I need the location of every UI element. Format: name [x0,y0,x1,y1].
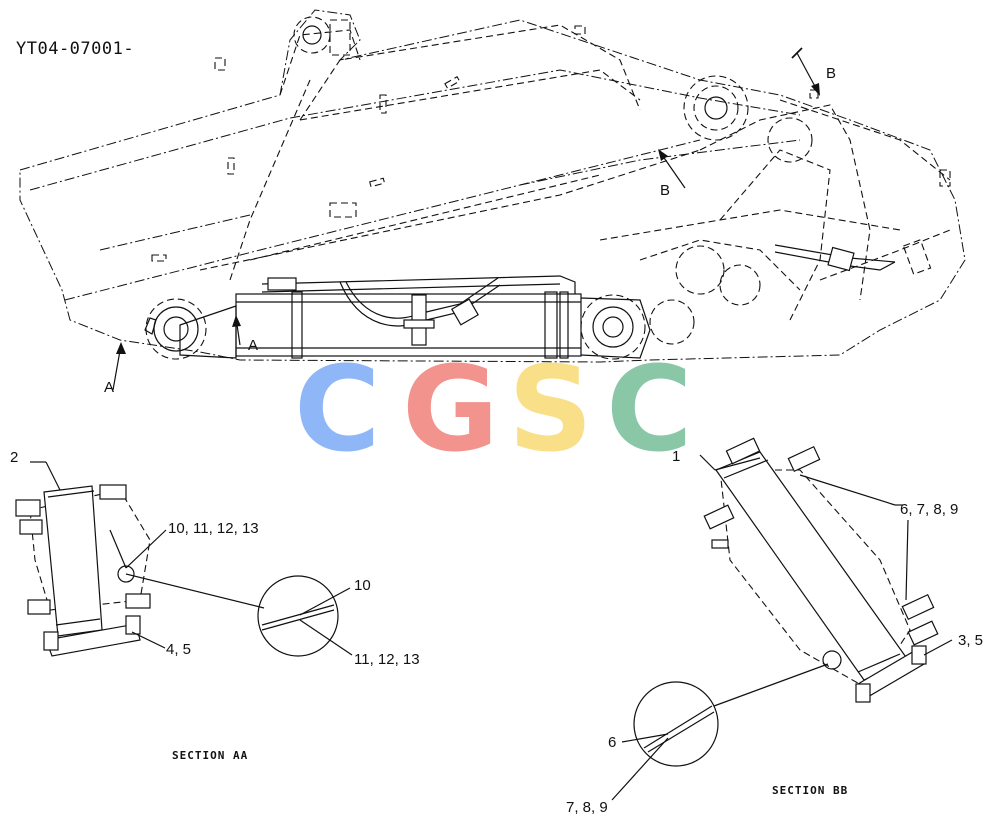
callout-10: 10 [354,577,371,594]
marker-a-top-label: A [248,337,258,354]
section-aa-drawing [15,461,265,657]
section-bb-zoom-detail [611,681,719,801]
section-marker-a-top: A [232,315,258,354]
callout-10-11-12-13: 10, 11, 12, 13 [168,520,259,537]
callout-6: 6 [608,734,616,751]
callout-6-7-8-9: 6, 7, 8, 9 [900,501,958,518]
boom-cylinder [144,244,896,360]
callout-3-5: 3, 5 [958,632,983,649]
callout-11-12-13: 11, 12, 13 [354,651,420,668]
callout-7-8-9: 7, 8, 9 [566,799,608,816]
section-bb-drawing [699,437,953,707]
drawing-id: YT04-07001- [16,39,134,59]
watermark-letter-3: S [508,340,593,478]
section-aa-title: SECTION AA [172,749,248,762]
callout-4-5: 4, 5 [166,641,191,658]
boom-hardware [151,25,951,275]
marker-b-bottom-label: B [660,182,670,199]
watermark-letter-4: C [606,340,693,478]
boom-phantom-outline [19,9,966,363]
section-marker-b-bottom: B [658,149,686,199]
callout-1: 1 [672,448,680,465]
section-aa-zoom-detail [257,575,353,657]
top-pin-boss [293,16,351,56]
marker-a-bottom-label: A [104,379,114,396]
upper-right-pin-boss [683,75,813,163]
section-bb-title: SECTION BB [772,784,848,797]
watermark: C G S C [294,340,693,478]
marker-b-top-label: B [826,65,836,82]
watermark-letter-1: C [294,340,381,478]
section-marker-a-bottom: A [104,342,126,396]
boom-hidden-lines [199,24,951,321]
section-marker-b-top: B [791,47,836,96]
watermark-letter-2: G [402,340,499,478]
callout-2: 2 [10,449,18,466]
